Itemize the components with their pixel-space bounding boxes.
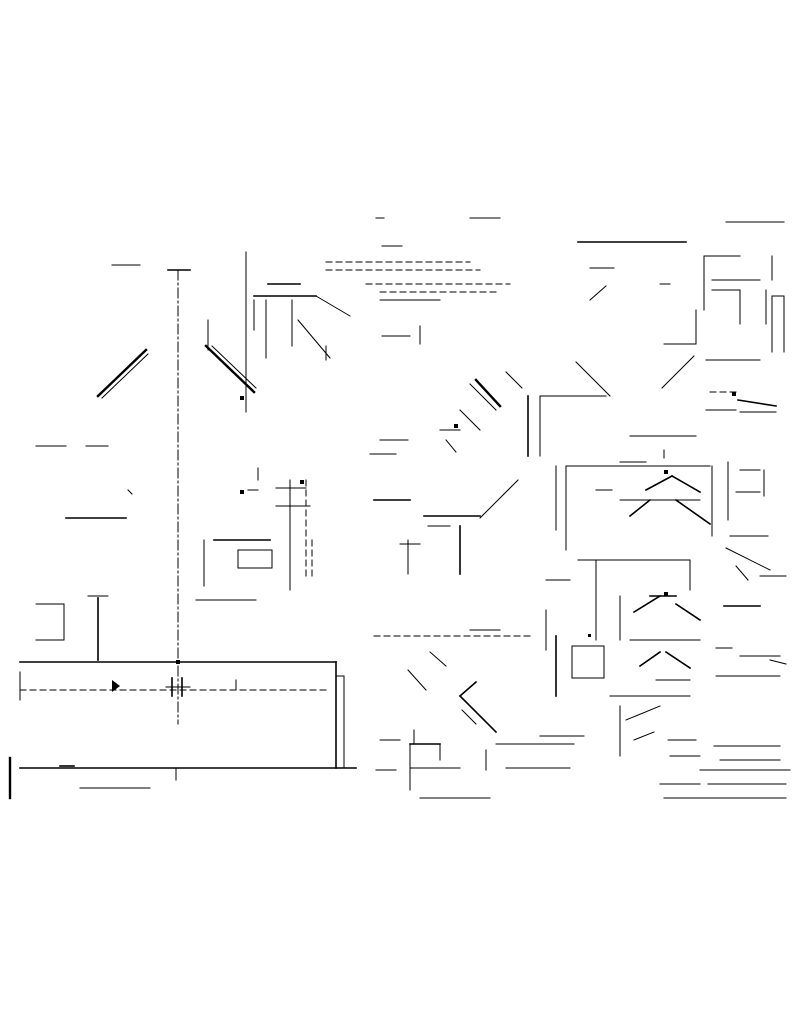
scattered-marks [176,392,736,664]
center-left-detail [195,283,351,601]
top-center-notes [325,217,511,345]
center-diagonal-brace [474,378,502,408]
diagonal-brace [204,344,256,394]
center-assembly [369,361,611,799]
right-detail-area [545,221,791,799]
diagonal-strut-left [96,348,148,398]
arrow-marker [112,680,120,692]
left-elevation-view [8,251,357,800]
